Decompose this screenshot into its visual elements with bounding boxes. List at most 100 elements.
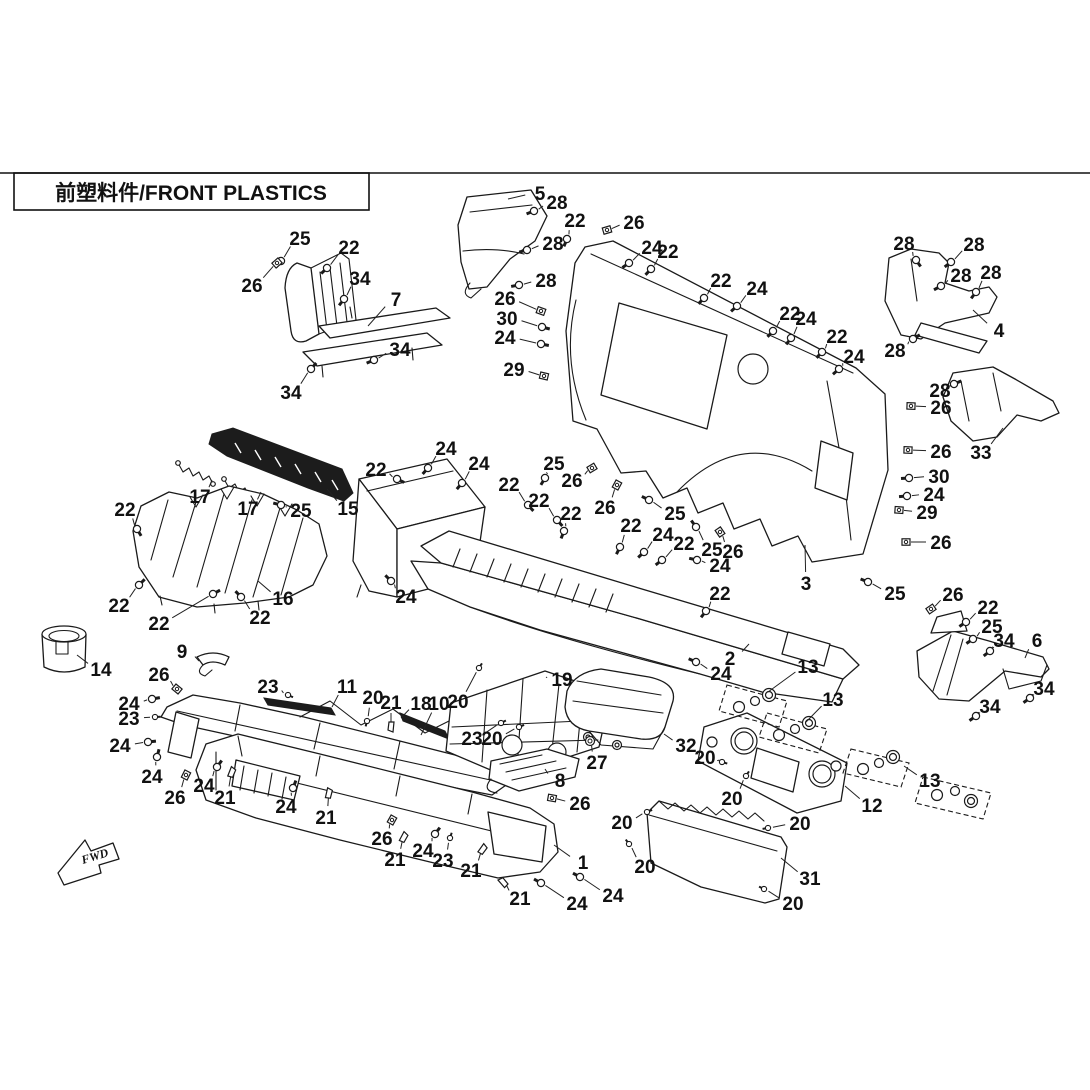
bolt-icon <box>523 500 533 510</box>
callout-leader <box>132 518 135 525</box>
clamp-nut-icon <box>180 769 192 781</box>
callout-leader <box>768 890 780 899</box>
callout-leader <box>367 707 370 717</box>
bolt-icon <box>639 547 649 557</box>
callout-label-25: 25 <box>289 229 311 250</box>
bolt-icon <box>646 264 656 274</box>
callout-label-24: 24 <box>710 664 732 685</box>
callout-leader <box>346 286 352 296</box>
clamp-nut-icon <box>183 772 189 778</box>
bolt-icon <box>306 364 316 374</box>
bolt-icon <box>522 245 532 255</box>
callout-label-25: 25 <box>543 454 565 475</box>
callout-leader <box>548 507 555 517</box>
part-14-cup-holder <box>41 625 87 673</box>
callout-leader <box>663 733 673 741</box>
callout-leader <box>911 494 920 497</box>
bolt-icon <box>322 263 332 273</box>
callout-label-34: 34 <box>389 340 411 361</box>
bolt-icon <box>537 322 547 332</box>
fwd-arrow: FWD <box>57 839 120 886</box>
callout-leader <box>978 280 983 289</box>
callout-leader <box>285 505 287 508</box>
callout-leader <box>129 588 136 598</box>
clamp-nut-icon <box>601 225 613 235</box>
clamp-nut-icon <box>174 686 180 692</box>
callout-leader <box>611 224 620 230</box>
clamp-nut-icon <box>714 526 726 538</box>
callout-label-22: 22 <box>498 475 519 496</box>
bolt-icon <box>834 364 844 374</box>
callout-leader <box>954 250 963 260</box>
callout-label-7: 7 <box>391 290 402 311</box>
callout-leader <box>804 544 807 573</box>
callout-leader <box>521 320 538 327</box>
callout-leader <box>389 473 393 478</box>
bolt-icon <box>134 580 144 590</box>
callout-label-26: 26 <box>371 829 392 850</box>
callout-leader <box>523 281 532 285</box>
screw-icon <box>446 834 454 842</box>
callout-label-24: 24 <box>412 841 434 862</box>
callout-label-24: 24 <box>109 736 131 757</box>
callout-leader <box>244 600 251 610</box>
bolt-icon <box>817 347 827 357</box>
callout-leader <box>506 885 510 891</box>
screw-icon <box>718 758 726 766</box>
callout-label-24: 24 <box>468 454 490 475</box>
part-32-hood-piece <box>564 668 675 750</box>
callout-leader <box>912 449 927 452</box>
callout-label-26: 26 <box>623 213 644 234</box>
callout-label-23: 23 <box>257 677 278 698</box>
callout-leader <box>447 842 449 850</box>
callout-label-19: 19 <box>551 670 572 691</box>
callout-leader <box>775 320 781 328</box>
callout-label-27: 27 <box>586 753 607 774</box>
bolt-icon <box>339 294 349 304</box>
bolt-icon <box>236 592 246 602</box>
clamp-nut-icon <box>171 683 183 695</box>
callout-label-24: 24 <box>494 328 516 349</box>
bolt-icon <box>208 589 218 599</box>
screw-icon <box>760 885 768 893</box>
bolt-icon <box>529 206 539 216</box>
callout-leader <box>700 663 708 669</box>
clip-icon <box>226 765 237 779</box>
callout-leader <box>556 798 566 802</box>
callout-label-17: 17 <box>189 487 210 508</box>
callout-label-9: 9 <box>177 642 188 663</box>
callout-leader <box>538 205 544 210</box>
callout-leader <box>505 728 515 735</box>
callout-leader <box>212 770 215 777</box>
part-15-grille-strip <box>208 427 354 502</box>
callout-label-29: 29 <box>916 503 937 524</box>
bolt-icon <box>152 752 162 762</box>
callout-leader <box>281 690 284 694</box>
callout-label-6: 6 <box>1032 631 1043 652</box>
callout-leader <box>553 844 571 857</box>
clamp-nut-icon <box>549 795 555 801</box>
callout-label-22: 22 <box>657 242 678 263</box>
callout-leader <box>400 841 403 849</box>
callout-leader <box>545 472 548 475</box>
bolt-icon <box>615 542 625 552</box>
callout-label-22: 22 <box>709 584 730 605</box>
clip-icon <box>324 786 334 799</box>
bolt-icon <box>132 524 142 534</box>
callout-leader <box>990 427 1004 445</box>
callout-label-33: 33 <box>970 443 991 464</box>
callout-label-1: 1 <box>578 853 589 874</box>
callout-leader <box>518 491 526 502</box>
callout-label-20: 20 <box>447 692 468 713</box>
callout-leader <box>420 712 433 736</box>
bolt-icon <box>949 379 959 389</box>
bolt-icon <box>559 526 569 536</box>
part-11-bumper-beam <box>160 694 510 796</box>
bolt-icon <box>212 762 222 772</box>
callout-leader <box>584 470 589 475</box>
bolt-icon <box>575 872 585 882</box>
callout-leader <box>143 699 148 702</box>
callout-leader <box>477 853 481 861</box>
callout-label-22: 22 <box>114 500 135 521</box>
clip-icon <box>387 721 395 733</box>
